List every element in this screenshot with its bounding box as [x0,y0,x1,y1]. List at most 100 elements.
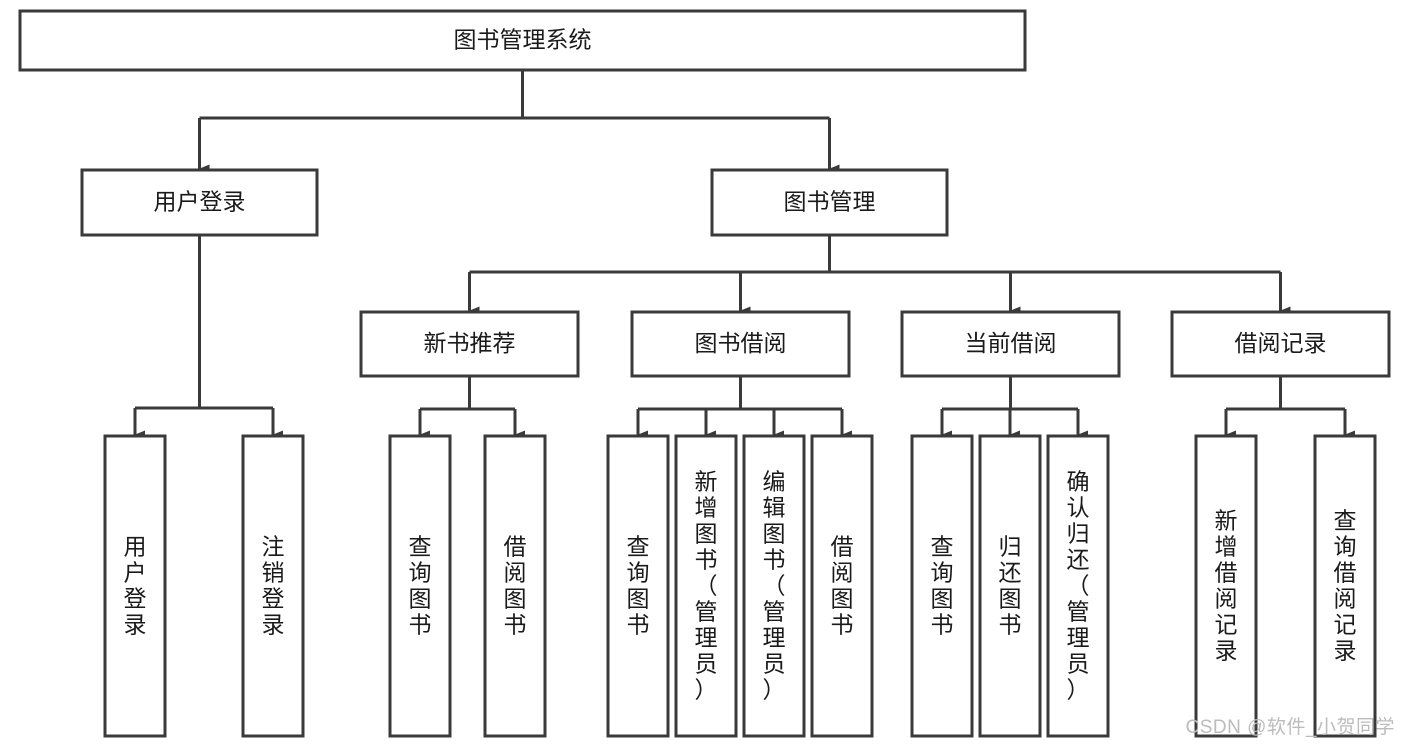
node-label-char: 询 [627,559,650,585]
node-level3-borrow-record[interactable]: 借阅记录 [1170,310,1391,378]
node-box-outline [1194,434,1258,738]
node-label-char: （ [763,572,786,598]
node-box-outline [103,434,167,738]
node-leaf-leaf-user-login[interactable]: 用户登录 [103,434,167,738]
node-label-char: 员 [1067,650,1090,676]
node-label-char: 书 [409,611,432,637]
node-label-char: 录 [1215,637,1238,663]
watermark-label: CSDN @软件_小贺同学 [1185,717,1395,738]
node-box-outline [1313,434,1377,738]
node-label-char: 用 [124,533,147,559]
node-label-char: 还 [1067,546,1090,572]
node-level3-current-borrow[interactable]: 当前借阅 [900,310,1121,378]
node-box-outline [900,310,1121,378]
node-label-char: 书 [695,546,718,572]
node-label-char: 销 [262,559,285,585]
node-box-outline [710,168,949,237]
node-box-outline [241,434,305,738]
node-level3-book-borrow[interactable]: 图书借阅 [630,310,851,378]
node-label-char: 记 [1334,611,1357,637]
node-boxes: 图书管理系统用户登录图书管理新书推荐图书借阅当前借阅借阅记录用户登录注销登录查询… [18,9,1391,738]
node-label-char: ） [695,676,718,702]
node-label-char: 阅 [1334,585,1357,611]
node-label-char: 录 [124,611,147,637]
node-label-char: 理 [695,624,718,650]
node-label-char: 查 [1334,507,1357,533]
node-label-char: 书 [999,611,1022,637]
node-label-char: 编 [763,468,786,494]
node-label-char: 员 [763,650,786,676]
node-label-char: 认 [1067,494,1090,520]
node-label-char: 理 [763,624,786,650]
node-label-char: 书 [763,546,786,572]
node-box-outline [606,434,670,738]
node-label-char: 查 [627,533,650,559]
node-label-char: 书 [627,611,650,637]
node-label-char: 借 [1215,559,1238,585]
node-box-outline [388,434,452,738]
node-box-outline [359,310,580,378]
node-label-char: 新 [695,468,718,494]
node-label-char: 还 [999,559,1022,585]
node-label-char: 询 [1334,533,1357,559]
node-label: 图书管理 [784,189,876,215]
node-box-outline [910,434,974,738]
node-label-char: 图 [831,585,854,611]
node-box-outline [742,434,806,738]
node-label-char: 登 [262,585,285,611]
node-label: 新书推荐 [424,330,516,356]
node-label-char: 登 [124,585,147,611]
node-label: 借阅记录 [1235,330,1327,356]
node-label-char: 图 [504,585,527,611]
node-label-char: （ [1067,572,1090,598]
node-label-char: 借 [504,533,527,559]
connector-lines [133,70,1355,440]
node-label-char: 录 [262,611,285,637]
node-label-char: 辑 [763,494,786,520]
node-label-char: 询 [409,559,432,585]
node-box-outline [810,434,874,738]
node-label-char: 确 [1067,468,1090,494]
node-root-system[interactable]: 图书管理系统 [18,9,1027,72]
node-box-outline [18,9,1027,72]
node-label-char: （ [695,572,718,598]
node-label-char: 记 [1215,611,1238,637]
node-level2-book-manage[interactable]: 图书管理 [710,168,949,237]
node-level3-new-book-recommend[interactable]: 新书推荐 [359,310,580,378]
node-label-char: 书 [504,611,527,637]
node-label-char: 注 [262,533,285,559]
node-label-char: 图 [409,585,432,611]
node-label-char: 借 [831,533,854,559]
node-label-char: 阅 [504,559,527,585]
node-level2-user-login[interactable]: 用户登录 [80,168,319,237]
node-label-char: 新 [1215,507,1238,533]
node-label-char: 图 [695,520,718,546]
node-label-char: 阅 [1215,585,1238,611]
node-label-char: 增 [695,494,718,520]
node-label-char: 增 [1215,533,1238,559]
node-label-char: 管 [695,598,718,624]
node-label-char: 借 [1334,559,1357,585]
node-label-char: 图 [931,585,954,611]
node-box-outline [674,434,738,738]
node-label-char: 图 [999,585,1022,611]
node-box-outline [630,310,851,378]
node-label-char: 图 [763,520,786,546]
node-label-char: 管 [1067,598,1090,624]
node-label-char: 询 [931,559,954,585]
node-label-char: 查 [409,533,432,559]
